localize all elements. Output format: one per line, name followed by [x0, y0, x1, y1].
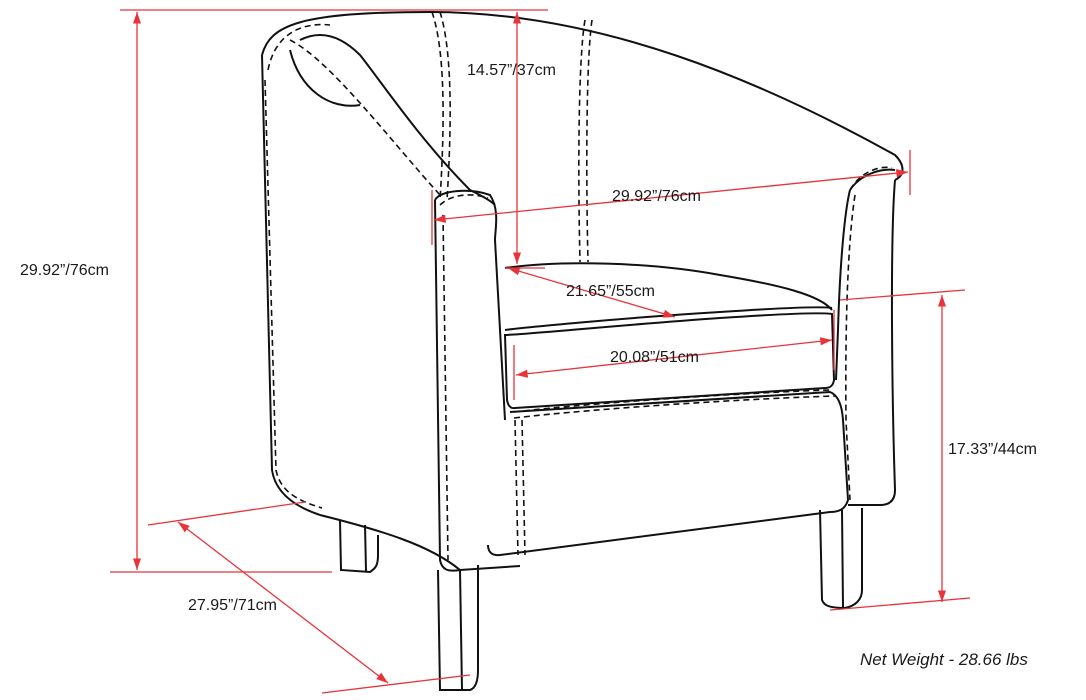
overall-width-label: 29.92”/76cm	[612, 188, 701, 205]
overall-height-label: 29.92”/76cm	[20, 262, 109, 279]
back-height-label: 14.57”/37cm	[467, 62, 556, 79]
overall-depth-label: 27.95”/71cm	[188, 597, 277, 614]
chair-outline	[261, 10, 904, 691]
seat-height-label: 17.33”/44cm	[948, 441, 1037, 458]
net-weight-label: Net Weight - 28.66 lbs	[860, 650, 1028, 669]
dimension-lines	[110, 9, 971, 694]
seat-width-label: 20.08”/51cm	[610, 349, 699, 366]
seat-depth-label: 21.65”/55cm	[566, 283, 655, 300]
